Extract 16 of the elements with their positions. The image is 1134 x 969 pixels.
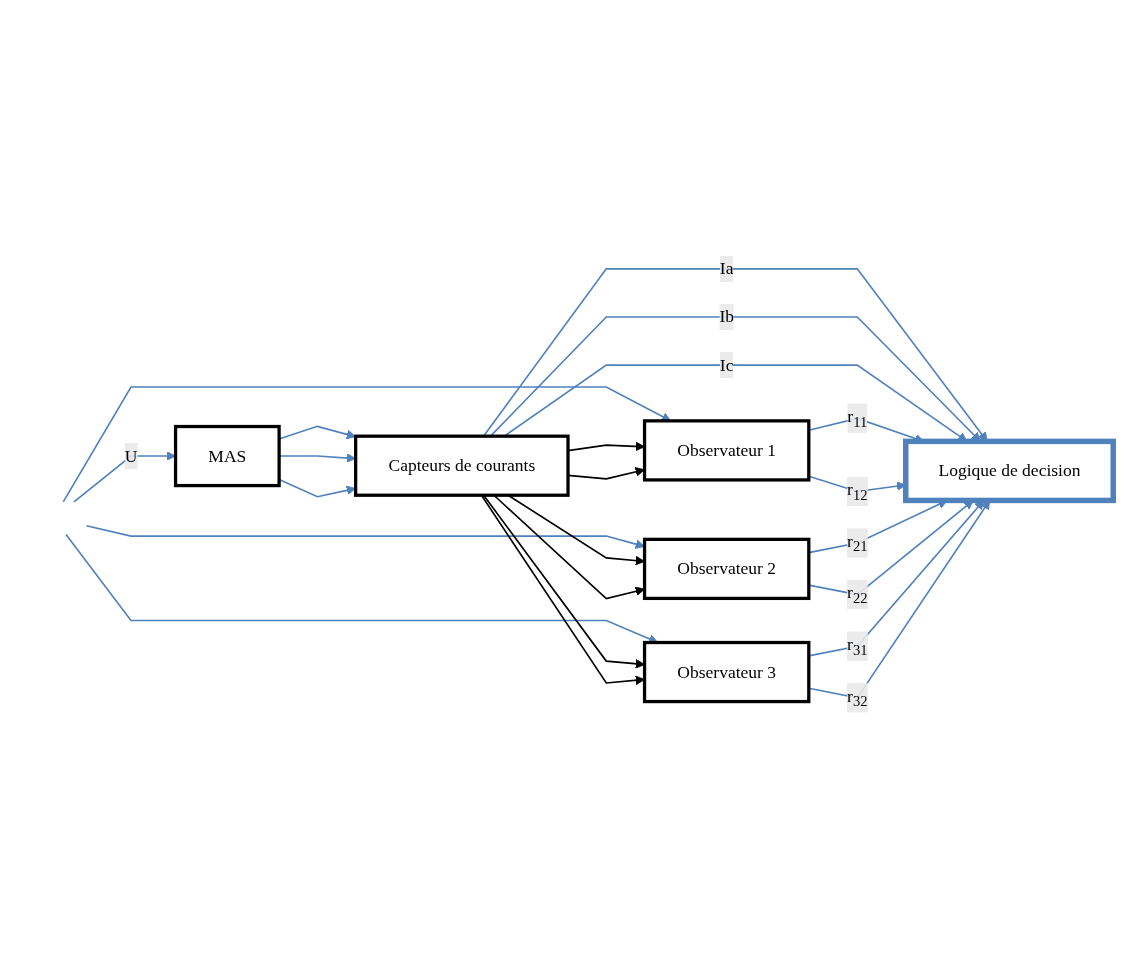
node-box: Observateur 3 [642, 641, 811, 704]
edge-label: r$_{32}$ [847, 686, 868, 710]
edge-label: Ic [719, 355, 734, 375]
edge-label: r$_{22}$ [847, 583, 868, 607]
node-box: Observateur 1 [642, 419, 811, 482]
edge-label: r$_{21}$ [847, 531, 868, 555]
node-box: Logique de decision [903, 438, 1116, 504]
edge-label: Ia [719, 259, 734, 278]
edge-label: r$_{11}$ [847, 407, 868, 431]
edge-label: r$_{31}$ [847, 634, 868, 659]
edge-label: Ib [719, 307, 734, 327]
node-box: MAS [173, 425, 281, 488]
edge-label: U [124, 446, 138, 466]
node-box: Observateur 2 [642, 538, 811, 601]
node-box: Capteurs de courants [354, 434, 570, 498]
edge-label: r$_{12}$ [847, 480, 868, 504]
